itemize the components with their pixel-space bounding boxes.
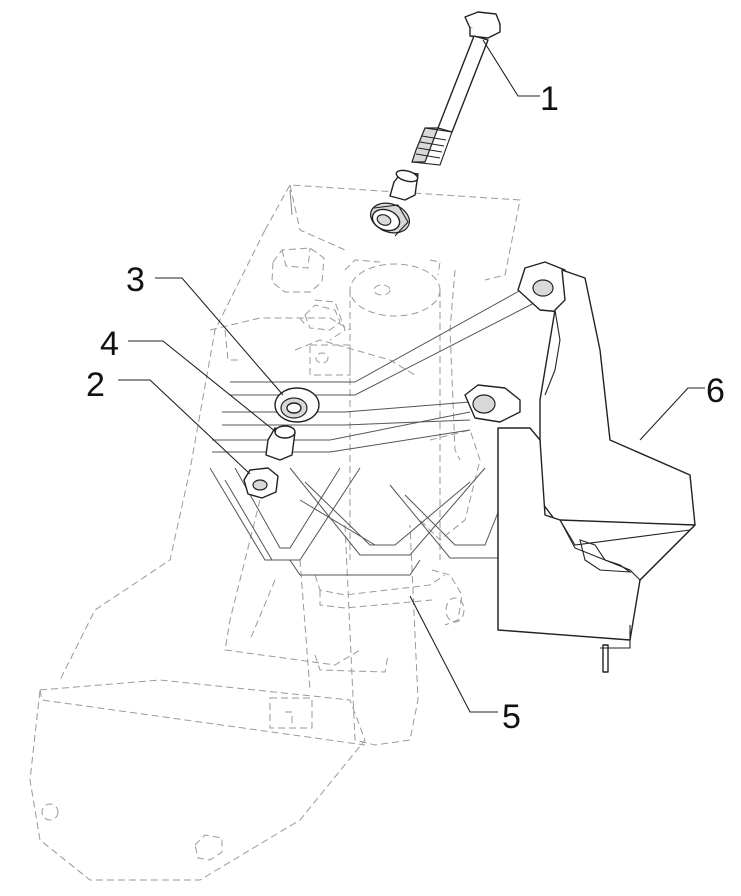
- ghost-latch: [41, 697, 313, 861]
- callout-6: 6: [706, 372, 725, 410]
- assembly-arrows: [209, 284, 541, 576]
- bolt-item-1: [411, 11, 501, 166]
- frame-ghost: [29, 184, 521, 881]
- leader-3: [155, 277, 284, 396]
- bushing-item-4: [265, 425, 296, 461]
- callout-1: 1: [540, 80, 559, 118]
- callout-labels: 1 2 3 4 5 6: [86, 80, 725, 736]
- ghost-hex-bolt: [271, 247, 325, 293]
- leader-1: [482, 39, 540, 97]
- washer-stack: [370, 202, 410, 237]
- callout-3: 3: [126, 261, 145, 299]
- callout-5: 5: [502, 698, 521, 736]
- callout-4: 4: [100, 325, 119, 363]
- leader-6: [639, 387, 705, 441]
- ghost-side-bolt: [299, 304, 341, 331]
- leader-4: [128, 340, 277, 433]
- callout-2: 2: [86, 366, 105, 404]
- nut-item-2: [243, 467, 279, 499]
- ghost-clamp: [314, 569, 465, 673]
- sleeve: [389, 169, 419, 201]
- bracket-item-6: [464, 261, 696, 673]
- leader-2: [118, 379, 251, 475]
- leader-5: [409, 595, 498, 713]
- leader-lines: [118, 39, 705, 713]
- washer-item-3: [274, 387, 320, 423]
